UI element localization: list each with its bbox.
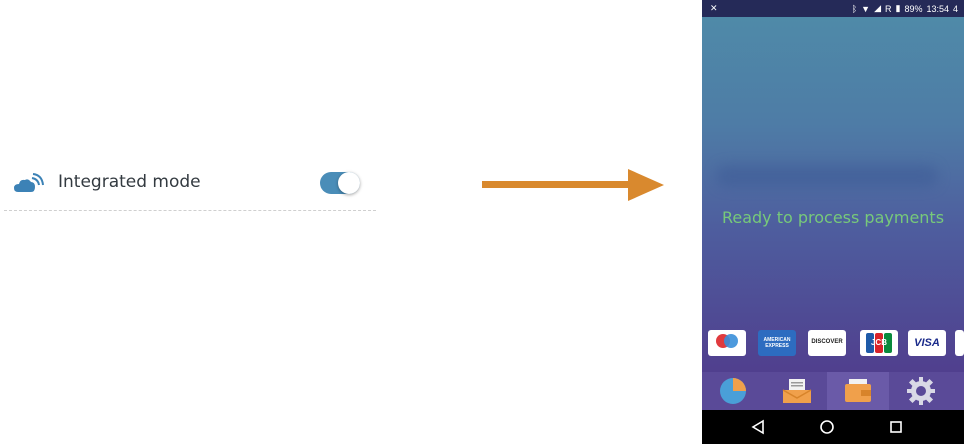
nav-receipts[interactable]: [766, 372, 828, 410]
amex-logo: AMERICAN EXPRESS: [758, 330, 796, 356]
settings-icon: [907, 377, 935, 405]
divider: [4, 210, 376, 211]
phone-screen: ✕ ᛒ ▼ ◢ R ▮ 89% 13:54 4 Ready to process…: [702, 0, 964, 444]
cloud-wifi-icon: [14, 173, 44, 192]
receipts-icon: [782, 379, 812, 403]
back-icon[interactable]: [750, 419, 766, 435]
integrated-mode-row[interactable]: Integrated mode: [0, 158, 376, 210]
card-logos: maestro AMERICAN EXPRESS DISCOVER JCB VI…: [708, 330, 964, 358]
maestro-logo: maestro: [708, 330, 746, 356]
integrated-mode-toggle[interactable]: [320, 172, 360, 194]
android-nav-bar: [702, 410, 964, 444]
visa-logo: VISA: [908, 330, 946, 356]
status-bar: ✕ ᛒ ▼ ◢ R ▮ 89% 13:54 4: [702, 0, 964, 17]
integrated-mode-label: Integrated mode: [58, 172, 201, 192]
right-arrow-icon: [482, 169, 664, 201]
status-message: Ready to process payments: [721, 208, 945, 227]
battery-icon: ▮: [895, 3, 901, 13]
jcb-logo: JCB: [860, 330, 898, 356]
blurred-text: [716, 165, 938, 187]
wifi-icon: ▼: [861, 3, 871, 14]
reports-icon: [720, 378, 746, 404]
signal-icon: ◢: [874, 3, 881, 13]
toggle-knob: [338, 172, 360, 194]
nav-settings[interactable]: [890, 372, 952, 410]
nav-wallet[interactable]: [827, 372, 889, 410]
nav-reports[interactable]: [702, 372, 764, 410]
battery-percent: 89%: [904, 3, 923, 14]
discover-logo: DISCOVER: [808, 330, 846, 356]
payment-screen: Ready to process payments maestro AMERIC…: [702, 17, 964, 372]
bottom-nav: [702, 372, 964, 410]
bluetooth-icon: ᛒ: [851, 3, 858, 14]
wallet-icon: [845, 379, 871, 402]
notification-icon: ✕: [710, 3, 718, 13]
recents-icon[interactable]: [888, 419, 904, 435]
partial-card-logo: [955, 330, 964, 356]
status-extra: 4: [952, 3, 958, 14]
clock: 13:54: [926, 3, 949, 14]
network-type: R: [884, 3, 892, 14]
home-icon[interactable]: [819, 419, 835, 435]
